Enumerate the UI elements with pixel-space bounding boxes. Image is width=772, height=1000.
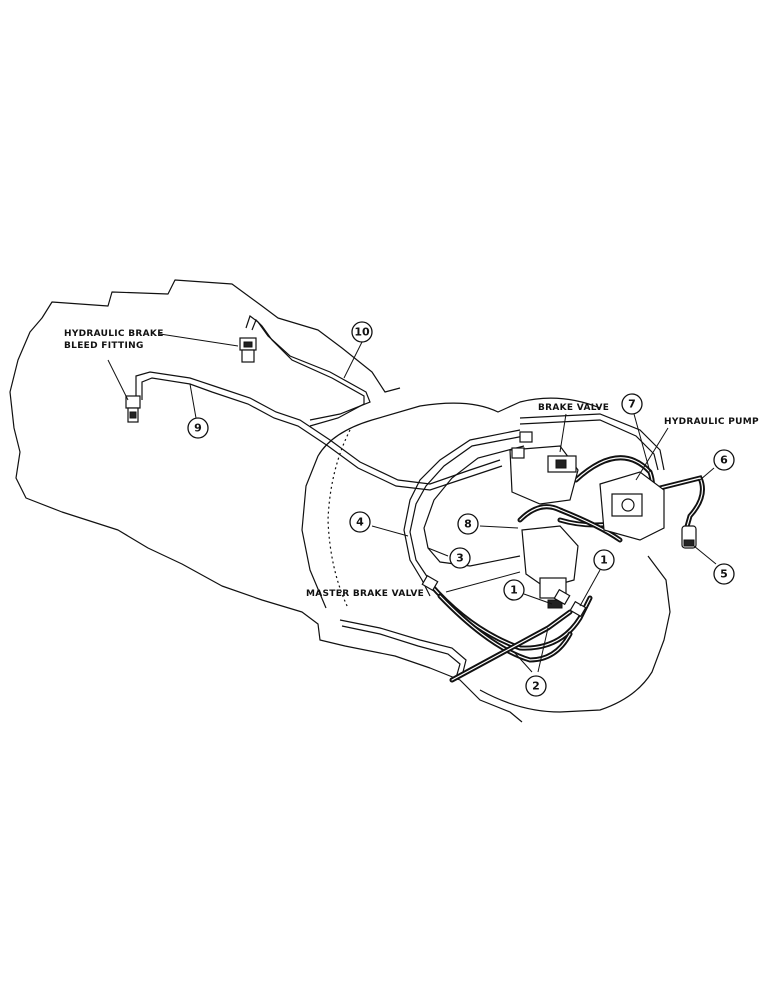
bleed-fitting-right: [239, 337, 257, 363]
brake-pipe-lower-inner: [341, 625, 461, 679]
label-bleed-fitting-line2: BLEED FITTING: [64, 341, 144, 351]
callout-7: 7: [621, 393, 643, 415]
leader-3: [427, 547, 449, 557]
brake-valve: [509, 445, 579, 505]
label-master-brake-valve: MASTER BRAKE VALVE: [306, 589, 424, 599]
brake-pipe-9: [135, 371, 501, 485]
leader-master-brake-valve: [445, 571, 521, 593]
leader-bleed-right: [159, 333, 239, 347]
brake-pipe-4-inner: [409, 435, 525, 593]
callout-6: 6: [713, 449, 735, 471]
hydraulic-pump: [599, 471, 665, 541]
svg-text:1: 1: [510, 584, 518, 597]
svg-text:10: 10: [354, 326, 370, 339]
leader-2b: [537, 627, 549, 673]
callout-8: 8: [457, 513, 479, 535]
brake-pipe-upper-right: [519, 413, 665, 471]
pump-fitting-5: [681, 525, 697, 549]
leader-brake-valve: [559, 413, 567, 453]
callout-1a: 1: [503, 579, 525, 601]
brake-pipe-3: [423, 445, 525, 567]
leader-1a: [523, 593, 553, 605]
master-brake-valve: [521, 525, 579, 609]
brake-pipe-lower: [339, 619, 467, 677]
leader-bleed-left: [107, 359, 129, 401]
hose-2-upper-core: [439, 595, 571, 661]
label-bleed-fitting-line1: HYDRAULIC BRAKE: [64, 329, 164, 339]
bleed-fitting-left: [125, 395, 141, 423]
svg-text:2: 2: [532, 680, 540, 693]
hose-2-back-core: [451, 611, 571, 681]
svg-text:4: 4: [356, 516, 364, 529]
brake-pipe-4: [403, 429, 521, 597]
tractor-frame-outline: [9, 279, 523, 723]
svg-text:9: 9: [194, 422, 202, 435]
callout-5: 5: [713, 563, 735, 585]
leader-4: [371, 525, 409, 537]
svg-text:1: 1: [600, 554, 608, 567]
callout-9: 9: [187, 417, 209, 439]
callout-4: 4: [349, 511, 371, 533]
leader-6: [699, 467, 715, 481]
label-brake-valve: BRAKE VALVE: [538, 403, 609, 413]
leader-5: [693, 545, 717, 565]
callout-1b: 1: [593, 549, 615, 571]
svg-text:8: 8: [464, 518, 472, 531]
leader-9: [189, 383, 197, 419]
fitting-connectors: [421, 431, 587, 618]
svg-text:3: 3: [456, 552, 464, 565]
leader-1b: [579, 569, 601, 607]
leader-10: [343, 341, 363, 379]
brake-pipe-10-inner: [251, 318, 365, 427]
housing-rim-line: [327, 429, 351, 609]
svg-text:7: 7: [628, 398, 636, 411]
callout-2: 2: [525, 675, 547, 697]
svg-text:5: 5: [720, 568, 728, 581]
callout-3: 3: [449, 547, 471, 569]
label-hydraulic-pump: HYDRAULIC PUMP: [664, 417, 759, 427]
callout-10: 10: [351, 321, 373, 343]
leader-hydraulic-pump: [635, 427, 669, 481]
svg-text:6: 6: [720, 454, 728, 467]
transmission-housing-outline: [301, 397, 671, 713]
leader-8: [479, 525, 519, 529]
hose-8-core: [519, 506, 621, 541]
brake-pipe-upper-right-inner: [519, 419, 659, 471]
hose-6-core: [659, 477, 703, 531]
brake-pipe-10: [245, 315, 371, 421]
leader-2a: [513, 651, 533, 673]
